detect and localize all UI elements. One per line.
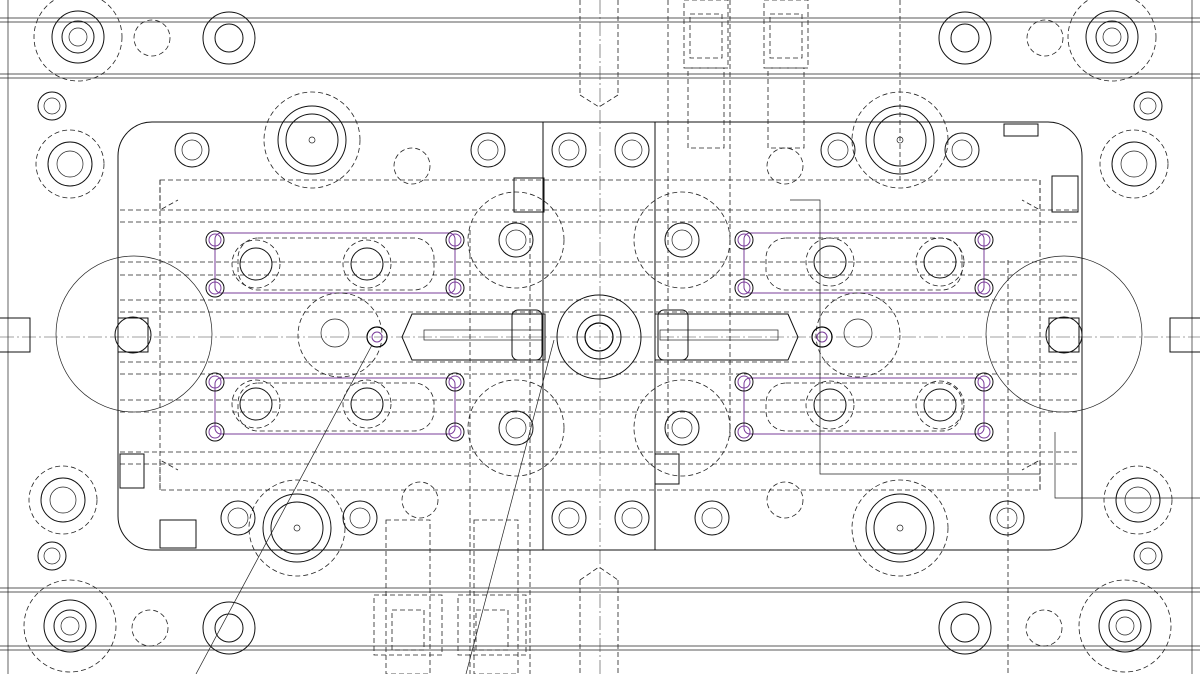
corner-guide-pillars (23, 0, 1172, 673)
runner-bars (401, 309, 799, 361)
top-bushings (683, 0, 809, 149)
side-slides (0, 255, 1200, 413)
cooling-circles (297, 191, 901, 477)
return-pins (248, 91, 949, 577)
runner-lines (120, 209, 1080, 465)
leader-lines (195, 199, 1200, 674)
cavity-pockets (214, 232, 985, 435)
bottom-bushings (373, 519, 527, 674)
vertical-hidden-lines (469, 0, 1009, 674)
cavity-screws (174, 132, 1025, 536)
clamp-blocks (119, 123, 1079, 549)
plate-screws (28, 11, 1173, 655)
pocket-pins (205, 230, 994, 442)
